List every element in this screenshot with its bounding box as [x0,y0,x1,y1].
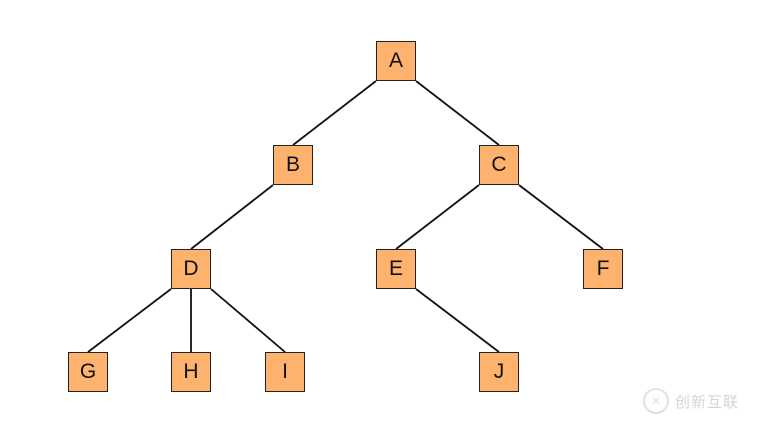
edge-a-b [292,80,377,146]
watermark: ✕ 创新互联 [643,388,739,414]
tree-node-a: A [376,41,416,81]
tree-node-f: F [583,249,623,289]
edge-d-g [87,288,172,353]
tree-node-c: C [479,145,519,185]
tree-node-h: H [171,352,211,392]
watermark-text: 创新互联 [675,392,740,411]
edge-c-e [395,184,480,250]
tree-node-g: G [68,352,108,392]
edge-e-j [415,288,500,353]
edge-d-i [210,288,286,353]
edge-a-c [415,80,500,146]
tree-node-i: I [265,352,305,392]
tree-node-j: J [479,352,519,392]
tree-node-d: D [171,249,211,289]
watermark-logo-icon: ✕ [643,388,669,414]
edge-c-f [518,184,604,250]
edge-b-d [190,184,274,250]
tree-node-b: B [273,145,313,185]
tree-node-e: E [376,249,416,289]
